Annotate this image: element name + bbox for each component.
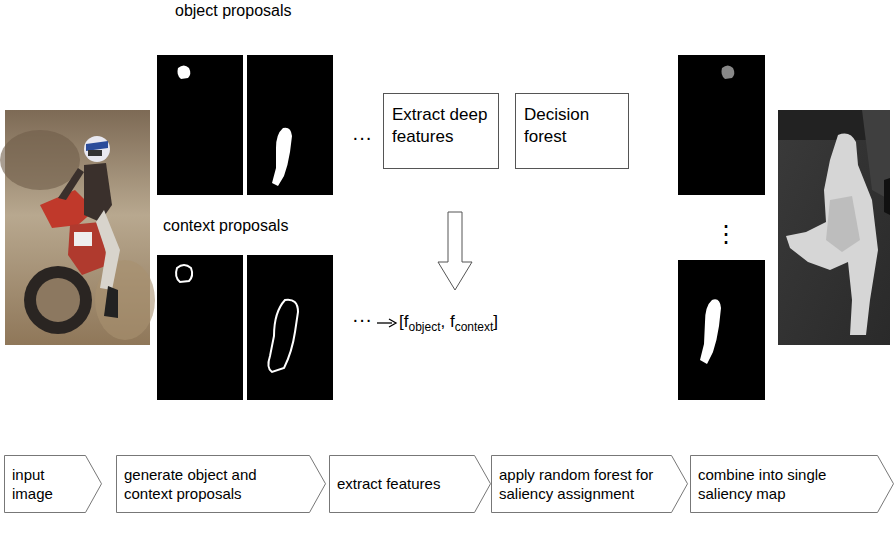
node-text: apply random forest for saliency assignm…: [499, 465, 668, 504]
chevron-path: [691, 456, 894, 513]
input-photo: [0, 110, 155, 345]
feature-subscript: object: [408, 320, 440, 334]
flow-arrow: [438, 212, 472, 290]
feature-arrow: [377, 319, 396, 327]
node-text: Decision forest: [524, 104, 622, 148]
feature-vector: [fobject, fcontext]: [399, 312, 498, 334]
process-box: Decision forest: [515, 93, 629, 169]
context-proposal-masks: [157, 255, 333, 400]
process-chevron: generate object and context proposals: [116, 455, 326, 513]
node-text: combine into single saliency map: [698, 465, 874, 504]
feature-subscript: context: [455, 320, 494, 334]
feature-vector-part: [f: [399, 312, 408, 331]
feature-vector-part: , f: [440, 312, 454, 331]
chevron-outline: [4, 455, 102, 513]
process-box: Extract deep features: [383, 93, 499, 169]
node-text: extract features: [337, 474, 471, 494]
node-body: Decision forest: [516, 94, 628, 168]
node-body: input image: [4, 455, 102, 513]
chevron-path: [330, 456, 491, 513]
chevron-path: [492, 456, 688, 513]
node-body: combine into single saliency map: [690, 455, 894, 513]
vertical-ellipsis: ⋮: [714, 220, 738, 249]
node-text: Extract deep features: [392, 104, 492, 148]
node-body: generate object and context proposals: [116, 455, 326, 513]
node-body: Extract deep features: [384, 94, 498, 168]
chevron-outline: [690, 455, 894, 513]
chevron-path: [117, 456, 326, 513]
chevron-outline: [116, 455, 326, 513]
section-label: context proposals: [163, 216, 288, 235]
node-body: extract features: [329, 455, 491, 513]
process-chevron: apply random forest for saliency assignm…: [491, 455, 688, 513]
process-chevron: extract features: [329, 455, 491, 513]
process-chevron: combine into single saliency map: [690, 455, 894, 513]
ellipsis: ···: [352, 125, 372, 149]
process-chevron: input image: [4, 455, 102, 513]
node-body: apply random forest for saliency assignm…: [491, 455, 688, 513]
saliency-map: [778, 110, 890, 345]
chevron-outline: [491, 455, 688, 513]
node-text: input image: [12, 465, 82, 504]
feature-vector-part: ]: [493, 312, 498, 331]
ellipsis: ···: [352, 307, 372, 331]
section-label: object proposals: [175, 1, 292, 20]
scored-proposal-masks: [678, 55, 765, 400]
chevron-path: [5, 456, 102, 513]
node-text: generate object and context proposals: [124, 465, 306, 504]
object-proposal-masks: [157, 55, 333, 195]
